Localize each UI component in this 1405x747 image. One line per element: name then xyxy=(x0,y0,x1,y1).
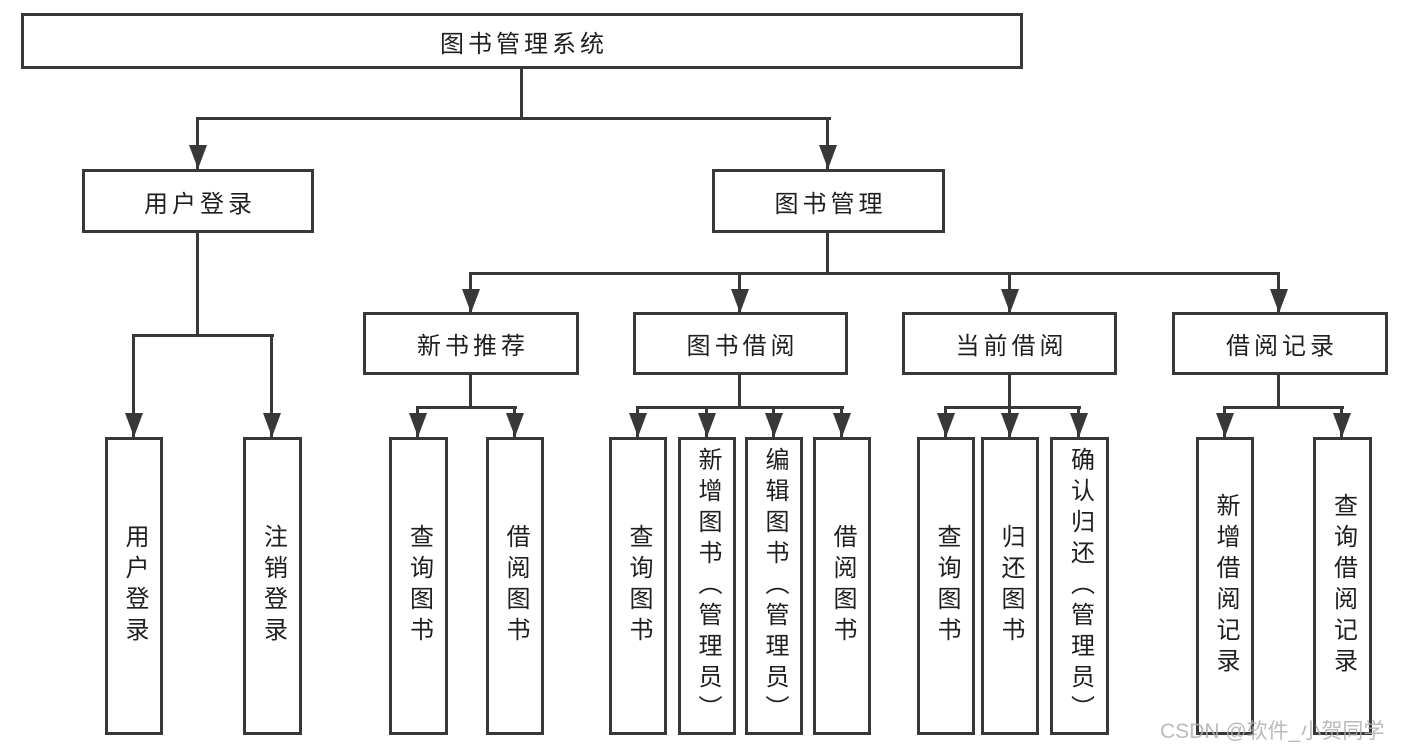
leaf-confirm-return-admin: 确认归还（管理员） xyxy=(1050,437,1109,735)
connector-line xyxy=(132,334,274,337)
node-book-borrow-label: 图书借阅 xyxy=(686,333,799,360)
connector-line xyxy=(196,233,199,337)
leaf-user-login: 用户登录 xyxy=(105,437,163,735)
node-book-borrow: 图书借阅 xyxy=(633,312,848,375)
connector-line xyxy=(520,69,523,120)
node-current-borrow-label: 当前借阅 xyxy=(955,333,1068,360)
arrowhead-down xyxy=(263,413,281,437)
leaf-borrow-books-1: 借阅图书 xyxy=(486,437,544,735)
connector-line xyxy=(944,406,1081,409)
node-current-borrow: 当前借阅 xyxy=(902,312,1117,375)
arrowhead-down xyxy=(506,413,524,437)
arrowhead-down xyxy=(1070,413,1088,437)
leaf-return-books-label: 归还图书 xyxy=(997,524,1024,648)
arrowhead-down xyxy=(833,413,851,437)
arrowhead-down xyxy=(462,289,480,313)
leaf-user-login-label: 用户登录 xyxy=(121,524,148,648)
connector-line xyxy=(270,334,273,437)
leaf-query-books-1-label: 查询图书 xyxy=(405,524,433,648)
leaf-query-borrow-record-label: 查询借阅记录 xyxy=(1329,493,1357,679)
connector-line xyxy=(1008,375,1011,409)
arrowhead-down xyxy=(937,413,955,437)
arrowhead-down xyxy=(1270,289,1288,313)
arrowhead-down xyxy=(125,413,143,437)
leaf-logout-label: 注销登录 xyxy=(259,524,287,648)
node-borrow-records: 借阅记录 xyxy=(1172,312,1388,375)
arrowhead-down xyxy=(1216,413,1234,437)
leaf-return-books: 归还图书 xyxy=(981,437,1039,735)
connector-line xyxy=(738,375,741,409)
connector-line xyxy=(826,117,829,169)
leaf-add-books-admin-label: 新增图书（管理员） xyxy=(694,446,721,726)
arrowhead-down xyxy=(1333,413,1351,437)
leaf-query-books-2: 查询图书 xyxy=(609,437,667,735)
arrowhead-down xyxy=(1001,413,1019,437)
arrowhead-down xyxy=(409,413,427,437)
node-root-label: 图书管理系统 xyxy=(440,30,608,58)
leaf-query-borrow-record: 查询借阅记录 xyxy=(1313,437,1372,735)
node-user-login: 用户登录 xyxy=(82,169,314,233)
arrowhead-down xyxy=(1001,289,1019,313)
node-new-book-recommend: 新书推荐 xyxy=(363,312,579,375)
arrowhead-down xyxy=(189,145,207,169)
leaf-query-books-3-label: 查询图书 xyxy=(933,524,960,648)
leaf-logout: 注销登录 xyxy=(243,437,302,735)
arrowhead-down xyxy=(731,289,749,313)
leaf-confirm-return-admin-label: 确认归还（管理员） xyxy=(1066,446,1094,726)
node-book-management-label: 图书管理 xyxy=(774,190,887,218)
leaf-edit-books-admin-label: 编辑图书（管理员） xyxy=(761,446,788,726)
connector-line xyxy=(1223,406,1344,409)
leaf-add-books-admin: 新增图书（管理员） xyxy=(678,437,736,735)
connector-line xyxy=(469,272,1280,275)
connector-line xyxy=(196,117,199,169)
node-user-login-label: 用户登录 xyxy=(144,190,256,218)
connector-line xyxy=(132,334,135,437)
leaf-add-borrow-record-label: 新增借阅记录 xyxy=(1212,493,1239,679)
arrowhead-down xyxy=(698,413,716,437)
leaf-borrow-books-1-label: 借阅图书 xyxy=(502,524,529,648)
csdn-watermark: CSDN @软件_小贺同学 xyxy=(1160,720,1385,743)
leaf-query-books-3: 查询图书 xyxy=(917,437,975,735)
connector-line xyxy=(469,375,472,409)
arrowhead-down xyxy=(819,145,837,169)
leaf-query-books-2-label: 查询图书 xyxy=(625,524,652,648)
leaf-add-borrow-record: 新增借阅记录 xyxy=(1196,437,1254,735)
node-borrow-records-label: 借阅记录 xyxy=(1226,333,1338,360)
node-book-management: 图书管理 xyxy=(712,169,945,233)
leaf-borrow-books-2-label: 借阅图书 xyxy=(829,524,856,648)
leaf-edit-books-admin: 编辑图书（管理员） xyxy=(745,437,803,735)
connector-line xyxy=(826,233,829,275)
arrowhead-down xyxy=(765,413,783,437)
leaf-query-books-1: 查询图书 xyxy=(389,437,448,735)
node-new-book-recommend-label: 新书推荐 xyxy=(417,333,529,360)
connector-line xyxy=(416,406,517,409)
connector-line xyxy=(196,117,831,120)
node-root: 图书管理系统 xyxy=(21,13,1023,69)
connector-line xyxy=(636,406,844,409)
leaf-borrow-books-2: 借阅图书 xyxy=(813,437,871,735)
arrowhead-down xyxy=(629,413,647,437)
connector-line xyxy=(1277,375,1280,409)
